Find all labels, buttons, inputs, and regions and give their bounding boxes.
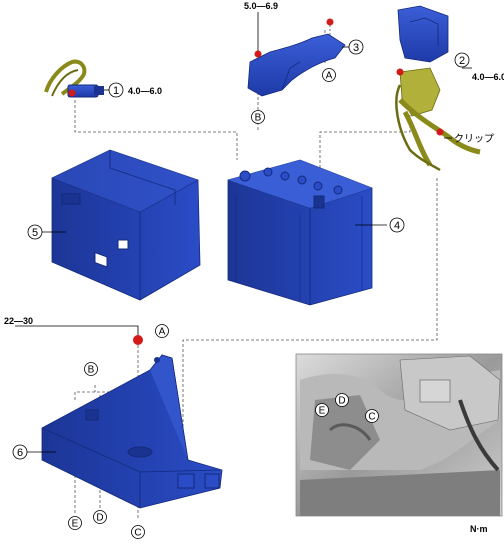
part-1-connector bbox=[44, 59, 110, 98]
svg-text:E: E bbox=[319, 406, 326, 417]
part-5-battery-cover bbox=[36, 149, 201, 301]
torque-value-6: 22—30 bbox=[4, 316, 33, 326]
torque-value-2: 4.0—6.0 bbox=[472, 72, 504, 82]
callout-1: 1 bbox=[108, 82, 124, 98]
callout-6: 6 bbox=[12, 444, 28, 460]
svg-text:2: 2 bbox=[459, 55, 465, 67]
svg-text:6: 6 bbox=[17, 447, 23, 459]
part-4-battery bbox=[227, 159, 387, 306]
letter-A-top: A bbox=[322, 68, 336, 82]
callout-3: 3 bbox=[348, 39, 364, 55]
part-6-battery-tray bbox=[26, 335, 223, 509]
svg-text:B: B bbox=[88, 365, 95, 376]
svg-text:A: A bbox=[326, 71, 333, 82]
svg-text:3: 3 bbox=[353, 42, 359, 54]
letter-B-tray: B bbox=[84, 362, 98, 376]
svg-text:D: D bbox=[96, 513, 103, 524]
letter-E-tray: E bbox=[68, 516, 82, 530]
letter-A-tray: A bbox=[155, 324, 169, 338]
letter-B-top: B bbox=[251, 110, 265, 124]
bolt-marker-icon bbox=[326, 18, 334, 26]
letter-C-photo: C bbox=[365, 409, 379, 423]
bolt-marker-icon bbox=[133, 335, 143, 345]
torque-value-1: 4.0—6.0 bbox=[128, 86, 162, 96]
letter-C-tray: C bbox=[131, 525, 145, 539]
svg-text:E: E bbox=[72, 519, 79, 530]
bolt-marker-icon bbox=[396, 68, 404, 76]
svg-text:4: 4 bbox=[394, 220, 400, 232]
letter-D-photo: D bbox=[335, 393, 349, 407]
torque-value-3: 5.0—6.9 bbox=[244, 1, 278, 11]
svg-text:5: 5 bbox=[32, 227, 38, 239]
callout-2: 2 bbox=[454, 52, 470, 68]
unit-label: N·m bbox=[470, 524, 488, 534]
clip-label: クリップ bbox=[454, 133, 494, 145]
svg-text:D: D bbox=[338, 396, 345, 407]
part-2-junction-block bbox=[395, 5, 481, 172]
svg-text:C: C bbox=[134, 528, 141, 539]
svg-text:B: B bbox=[255, 113, 262, 124]
svg-text:1: 1 bbox=[113, 85, 119, 97]
part-3-bracket bbox=[247, 18, 350, 97]
callout-5: 5 bbox=[27, 224, 43, 240]
letter-D-tray: D bbox=[93, 510, 107, 524]
callout-4: 4 bbox=[389, 217, 405, 233]
svg-text:A: A bbox=[159, 327, 166, 338]
letter-E-photo: E bbox=[315, 403, 329, 417]
bolt-marker-icon bbox=[68, 89, 76, 97]
clip-marker-icon bbox=[436, 128, 444, 136]
vehicle-photo-inset bbox=[295, 353, 503, 517]
svg-text:C: C bbox=[368, 412, 375, 423]
bolt-marker-icon bbox=[254, 50, 262, 58]
